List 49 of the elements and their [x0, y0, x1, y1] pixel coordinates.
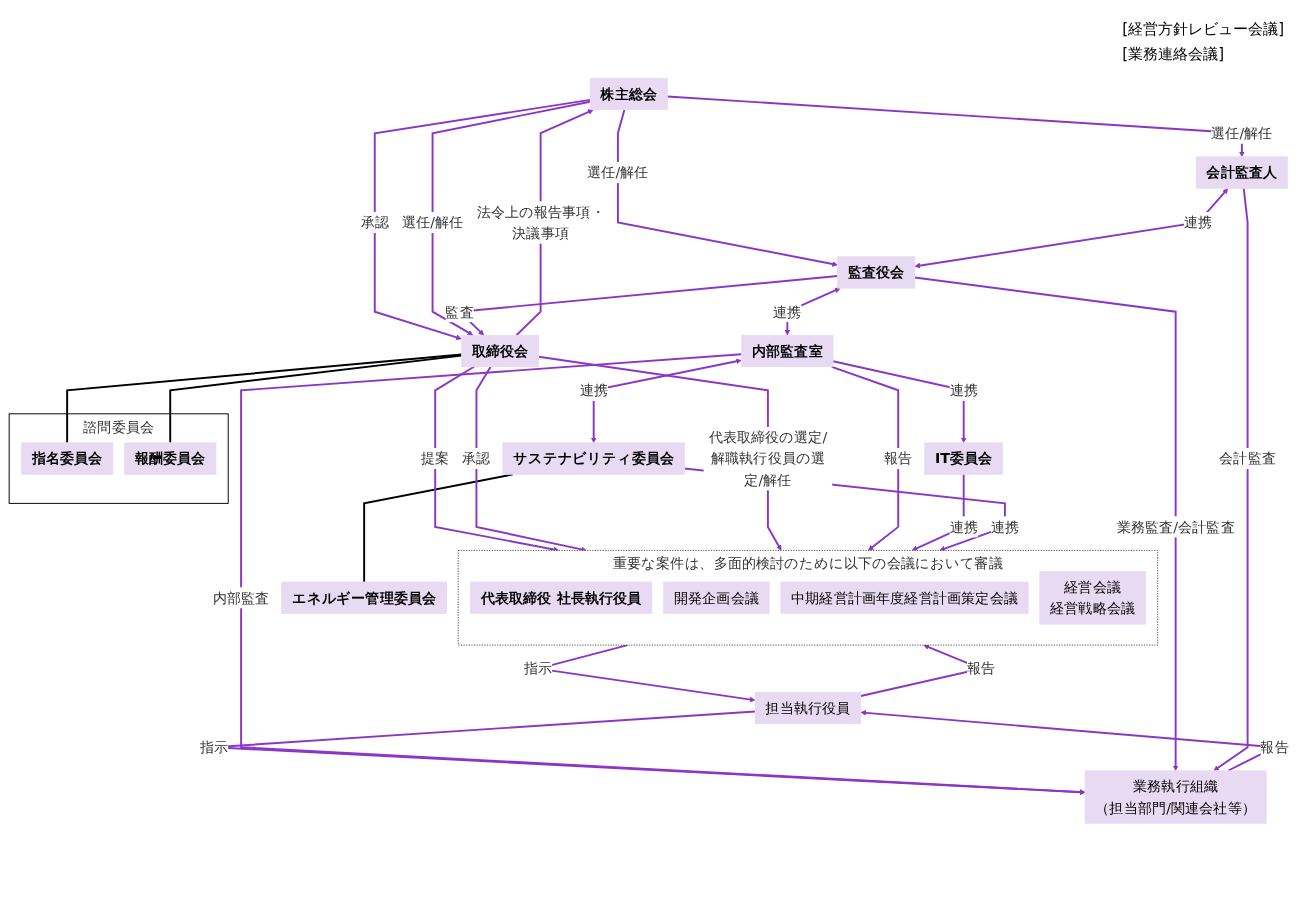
node-box: 内部監査室: [741, 335, 834, 368]
node-box: 報酬委員会: [124, 442, 217, 475]
node-box: 担当執行役員: [754, 691, 862, 725]
node-box: エネルギー管理委員会: [281, 581, 447, 614]
edge-label: 選任/解任: [587, 164, 649, 181]
edge-label: 承認: [360, 214, 389, 231]
edge-label: 会計監査: [1219, 450, 1276, 467]
node-box: 経営会議 経営戦略会議: [1039, 571, 1146, 625]
edge-label: 報告: [1260, 739, 1289, 756]
edge-label: 連携: [949, 518, 978, 536]
edge-label: 連携: [579, 382, 608, 399]
arrow: [1213, 187, 1249, 772]
edge-label: 連携: [990, 518, 1020, 536]
node-box: 監査役会: [837, 256, 916, 289]
node-box: 株主総会: [589, 77, 668, 111]
node-box: 業務執行組織 （担当部門/関連会社等）: [1084, 770, 1267, 825]
node-box: IT委員会: [924, 442, 1004, 475]
node-box: 取締役会: [461, 335, 540, 368]
node-box: 中期経営計画年度経営計画策定会議: [780, 581, 1029, 614]
edge-label: 選任/解任: [1211, 125, 1273, 142]
node-box: 指名委員会: [21, 442, 114, 475]
edge-label: 法令上の報告事項・決議事項: [476, 203, 605, 242]
edge-label: 承認: [462, 450, 491, 467]
node-box: 開発企画会議: [663, 581, 770, 614]
connector: [66, 353, 463, 444]
arrow: [914, 188, 1229, 269]
arrow: [616, 108, 838, 267]
edge-label: 連携: [1183, 214, 1213, 231]
node-box: サステナビリティ委員会: [502, 442, 685, 475]
edge-label: 連携: [773, 303, 802, 320]
edge-label: 選任/解任: [401, 214, 464, 231]
arrow: [240, 353, 1086, 795]
edge-label: 報告: [884, 450, 913, 467]
node-box: 代表取締役 社長執行役員: [470, 581, 653, 614]
arrow: [666, 95, 1245, 158]
edge-label: 業務監査/会計監査: [1116, 518, 1235, 536]
edge-label: 代表取締役の選定/解職執行役員の選定/解任: [708, 429, 828, 489]
meeting-note: [業務連絡会議]: [1122, 45, 1225, 64]
edge-label: 指示: [523, 660, 553, 677]
meeting-note: [経営方針レビュー会議]: [1122, 20, 1284, 39]
connector: [169, 354, 463, 444]
node-box: 会計監査人: [1195, 156, 1288, 189]
edge-label: 監査: [445, 303, 474, 320]
arrow: [830, 365, 900, 551]
edge-label: 提案: [421, 450, 450, 467]
edge-label: 指示: [199, 739, 229, 756]
edge-label: 内部監査: [212, 589, 270, 606]
edge-label: 報告: [966, 660, 996, 677]
edge-label: 連携: [949, 382, 978, 399]
